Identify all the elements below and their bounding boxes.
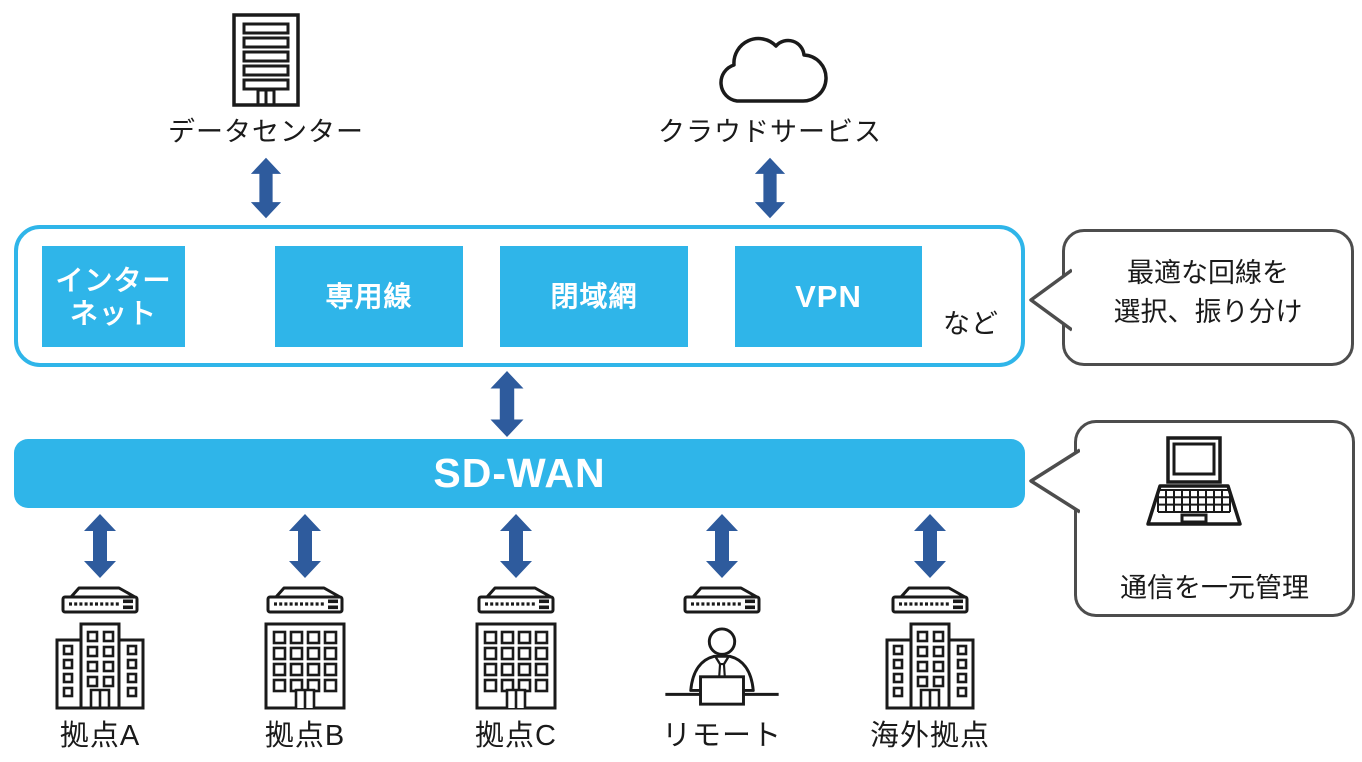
arrow-sdwan-site-b — [287, 513, 323, 579]
site-b-label: 拠点B — [264, 720, 346, 752]
callout-line-selection-line1: 最適な回線を — [1127, 258, 1289, 288]
arrow-cloud-lines — [753, 156, 787, 220]
laptop-icon — [1142, 436, 1246, 544]
overseas-label: 海外拠点 — [869, 720, 990, 752]
site-c-label: 拠点C — [475, 720, 557, 752]
office-building-wings-icon — [53, 622, 147, 710]
callout-management-tail — [1029, 448, 1080, 514]
router-icon — [683, 585, 761, 615]
etc-label: など — [943, 309, 999, 339]
callout-line-selection-tail — [1029, 268, 1072, 332]
site-a-label: 拠点A — [59, 720, 141, 752]
line-box-leased-line: 専用線 — [275, 246, 463, 347]
line-box-closed-network: 閉域網 — [500, 246, 688, 347]
arrow-sdwan-overseas — [912, 513, 948, 579]
router-icon — [891, 585, 969, 615]
callout-line-selection-line2: 選択、振り分け — [1113, 297, 1303, 327]
arrow-datacenter-lines — [249, 156, 283, 220]
router-icon — [61, 585, 139, 615]
datacenter-building-icon — [231, 12, 301, 108]
cloud-icon — [706, 16, 832, 108]
arrow-sdwan-site-c — [498, 513, 534, 579]
office-building-icon — [475, 622, 557, 710]
office-building-icon — [264, 622, 346, 710]
office-building-wings-icon — [883, 622, 977, 710]
callout-line-selection: 最適な回線を 選択、振り分け — [1062, 229, 1354, 366]
remote-label: リモート — [661, 720, 782, 752]
remote-worker-icon — [662, 626, 782, 710]
callout-management-label: 通信を一元管理 — [1120, 573, 1309, 603]
datacenter-label: データセンター — [168, 117, 364, 147]
router-icon — [477, 585, 555, 615]
arrow-sdwan-remote — [704, 513, 740, 579]
line-box-internet: インター ネット — [42, 246, 185, 347]
arrow-lines-sdwan — [487, 371, 527, 437]
router-icon — [266, 585, 344, 615]
cloud-label: クラウドサービス — [658, 117, 882, 147]
arrow-sdwan-site-a — [82, 513, 118, 579]
line-box-vpn: VPN — [735, 246, 922, 347]
sdwan-label: SD-WAN — [433, 450, 606, 496]
sdwan-bar: SD-WAN — [14, 439, 1025, 508]
